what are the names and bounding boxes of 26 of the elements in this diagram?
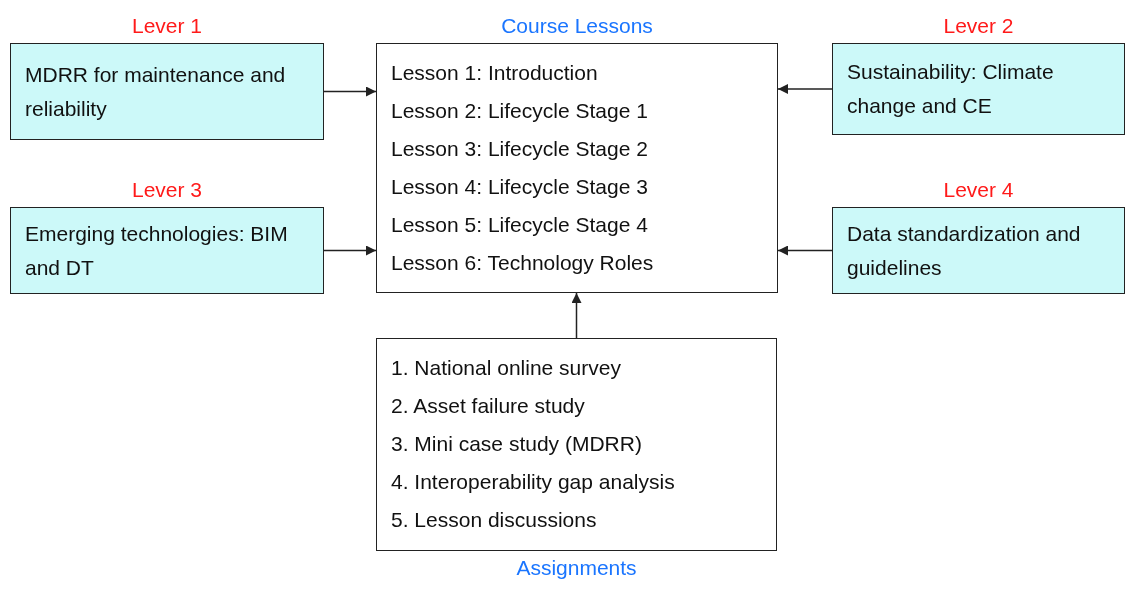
arrow — [323, 245, 377, 256]
list-item: 4. Interoperability gap analysis — [391, 469, 676, 495]
heading: Lever 3 — [131, 178, 202, 201]
list-item: Lesson 6: Technology Roles — [391, 250, 655, 276]
list-item: Lesson 3: Lifecycle Stage 2 — [391, 136, 649, 162]
box-text: Emerging technologies: BIM and DT — [25, 220, 289, 281]
list-item: 1. National online survey — [391, 355, 622, 381]
box-text: MDRR for maintenance and reliability — [25, 61, 287, 122]
arrow — [571, 292, 582, 339]
heading: Lever 2 — [943, 14, 1014, 37]
arrow — [777, 84, 833, 94]
heading: Assignments — [516, 556, 637, 579]
list-item: 5. Lesson discussions — [391, 507, 598, 533]
list-item: 3. Mini case study (MDRR) — [391, 431, 643, 457]
list-item: Lesson 1: Introduction — [391, 60, 599, 86]
arrow — [777, 245, 833, 256]
heading: Lever 1 — [131, 14, 202, 37]
box-text: Data standardization and guidelines — [847, 220, 1082, 281]
box-text: Sustainability: Climate change and CE — [847, 59, 1055, 119]
list-item: Lesson 5: Lifecycle Stage 4 — [391, 212, 649, 238]
list-item: Lesson 2: Lifecycle Stage 1 — [391, 98, 649, 124]
arrow — [323, 86, 377, 97]
heading: Lever 4 — [943, 178, 1014, 201]
list-item: 2. Asset failure study — [391, 393, 586, 419]
heading: Course Lessons — [501, 14, 653, 37]
list-item: Lesson 4: Lifecycle Stage 3 — [391, 174, 649, 200]
